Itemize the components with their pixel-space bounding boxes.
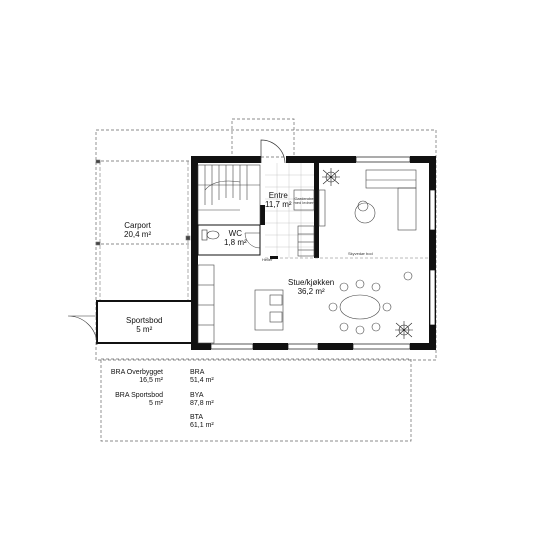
toilet-icon <box>201 229 220 241</box>
sliding-door-stop <box>270 256 278 259</box>
room-name: Carport <box>124 221 151 230</box>
summary-label: BRA Overbygget <box>110 369 163 376</box>
garderobe <box>293 189 315 257</box>
summary-value: 51,4 m² <box>190 377 214 385</box>
summary-label: BRA Sportsbod <box>115 392 163 399</box>
summary-bta: BTA 61,1 m² <box>190 414 214 431</box>
carport-frame <box>95 159 191 300</box>
kitchen-units <box>197 264 284 344</box>
room-label-wc: WC 1,8 m² <box>224 229 247 247</box>
sofa <box>365 169 417 231</box>
room-area: 5 m² <box>136 325 153 335</box>
room-label-stue: Stue/kjøkken 36,2 m² <box>288 278 334 296</box>
summary-label: BTA <box>190 414 204 421</box>
windows <box>210 156 436 350</box>
room-area: 1,8 m² <box>224 238 247 248</box>
house-walls <box>191 156 436 350</box>
summary-value: 61,1 m² <box>190 422 214 430</box>
summary-bya: BYA 87,8 m² <box>190 392 214 409</box>
room-label-carport: Carport 20,4 m² <box>124 221 151 239</box>
coffee-table <box>354 200 376 224</box>
summary-label: BRA <box>190 369 205 376</box>
room-name: Stue/kjøkken <box>288 278 335 287</box>
annotation-garderobe: Garderobe med lednert <box>293 196 315 206</box>
tv-cabinet <box>318 189 326 227</box>
annotation-heller: Heller <box>262 257 273 262</box>
sportsbod-door-swing <box>67 315 98 346</box>
room-area: 36,2 m² <box>297 287 325 297</box>
room-name: WC <box>228 229 242 238</box>
summary-value: 5 m² <box>149 400 163 408</box>
summary-bra-overbygget: BRA Overbygget 16,5 m² <box>108 369 163 386</box>
entre-floor-tiles <box>265 163 314 258</box>
summary-bra: BRA 51,4 m² <box>190 369 214 386</box>
staircase <box>197 164 261 226</box>
room-area: 11,7 m² <box>265 200 292 210</box>
summary-label: BYA <box>190 392 204 399</box>
entry-door-swing <box>260 139 286 164</box>
stool <box>403 271 413 281</box>
wc-room <box>197 224 261 256</box>
summary-value: 87,8 m² <box>190 400 214 408</box>
room-name: Entre <box>268 191 288 200</box>
summary-value: 16,5 m² <box>139 377 163 385</box>
summary-bra-sportsbod: BRA Sportsbod 5 m² <box>108 392 163 409</box>
dining-table <box>328 279 392 335</box>
room-area: 20,4 m² <box>124 230 152 240</box>
wc-door-swing <box>244 232 261 249</box>
plant-icon-2 <box>395 321 413 339</box>
annotation-skyvedor: Skyvedør bod <box>348 251 373 256</box>
room-label-sportsbod: Sportsbod 5 m² <box>126 316 162 334</box>
room-name: Sportsbod <box>126 316 163 325</box>
room-label-entre: Entre 11,7 m² <box>265 191 292 209</box>
plant-icon <box>322 168 340 186</box>
